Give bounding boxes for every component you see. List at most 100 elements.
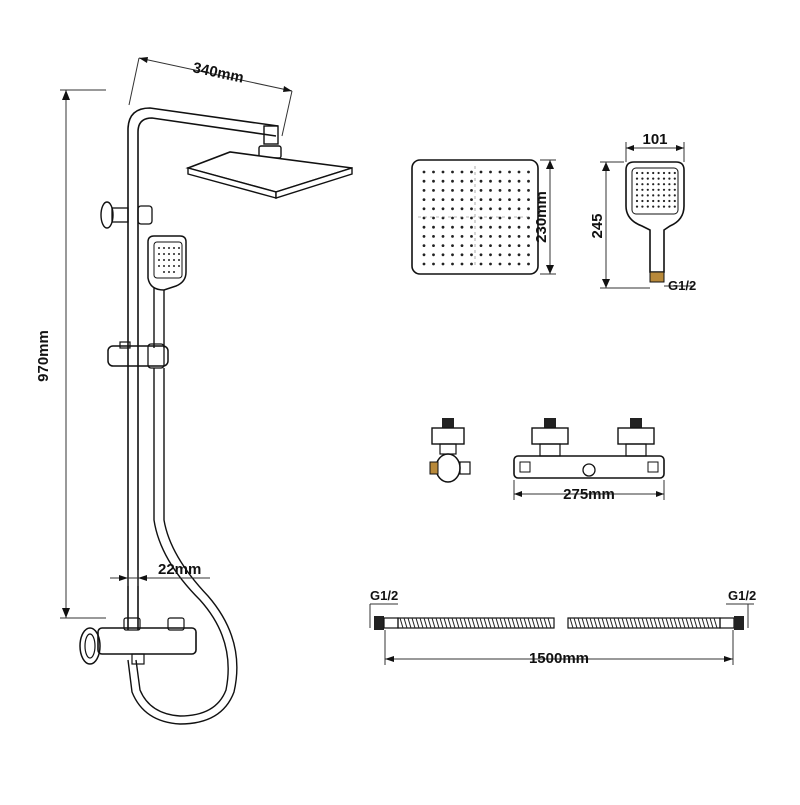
arm-connector	[263, 125, 279, 145]
nozzle-dot	[489, 189, 492, 192]
hose-coil	[467, 617, 472, 629]
nozzle-dot	[498, 253, 502, 257]
nozzle-dot	[508, 225, 511, 229]
nozzle-dot	[641, 194, 644, 197]
wall-bracket-arm	[111, 207, 129, 223]
nozzle-dot	[432, 207, 435, 211]
nozzle-dot	[517, 189, 521, 192]
hose-coil	[527, 617, 532, 629]
hose-coil	[649, 617, 654, 629]
hose-coil	[653, 617, 658, 629]
nozzle-dot	[422, 207, 426, 211]
dim-head-size: 230mm	[533, 159, 556, 275]
nozzle-dot	[498, 170, 502, 174]
nozzle-dot	[451, 216, 454, 220]
nozzle-dot	[498, 262, 502, 266]
nozzle-dot	[489, 253, 492, 257]
hose-coil	[547, 617, 552, 629]
hose-coil	[657, 617, 662, 629]
nozzle-dot	[662, 183, 666, 186]
side-fitting	[429, 418, 471, 483]
nozzle-dot	[641, 183, 644, 186]
nozzle-dot	[508, 244, 511, 248]
hose-coil	[483, 617, 488, 629]
hose-coil	[415, 617, 420, 629]
nozzle-dot	[668, 171, 671, 175]
hose-coils	[399, 617, 718, 629]
nozzle-dot	[657, 188, 660, 191]
nozzle-dot	[422, 244, 426, 248]
rail-handset-nozzles	[158, 247, 180, 273]
nozzle-dot	[422, 170, 426, 174]
nozzle-dot	[652, 177, 655, 180]
nozzle-dot	[460, 235, 464, 238]
nozzle-dot	[662, 188, 666, 191]
column-bar-valve	[79, 617, 197, 665]
dim-handset: 101 245 G1/2	[589, 131, 696, 293]
nozzle-dot	[517, 244, 521, 248]
hose-coil	[439, 617, 444, 629]
nozzle-dot	[646, 171, 649, 175]
nozzle-dot	[673, 188, 676, 191]
nozzle-dot	[527, 170, 530, 174]
nozzle-dot	[451, 198, 454, 202]
nozzle-dot	[657, 177, 660, 180]
hose-coil	[431, 617, 436, 629]
hose-coil	[681, 617, 686, 629]
nozzle-dot	[479, 244, 483, 248]
nozzle-dot	[479, 179, 483, 183]
nozzle-dot	[641, 188, 644, 191]
hose-coil	[641, 617, 646, 629]
nozzle-dot	[668, 188, 671, 191]
nozzle-dot	[673, 205, 676, 208]
nozzle-dot	[489, 244, 492, 248]
hose-coil	[645, 617, 650, 629]
hose-coil	[447, 617, 452, 629]
hose-coil	[463, 617, 468, 629]
hose-coil	[411, 617, 416, 629]
nozzle-dot	[527, 244, 530, 248]
nozzle-dot	[432, 244, 435, 248]
nozzle-dot	[460, 170, 464, 174]
hose-coil	[435, 617, 440, 629]
nozzle-dot	[646, 188, 649, 191]
nozzle-dot	[646, 194, 649, 197]
nozzle-dot	[460, 179, 464, 183]
hose-coil	[693, 617, 698, 629]
wall-bracket-plate	[100, 201, 114, 229]
nozzle-dot	[470, 170, 473, 174]
nozzle-dot	[657, 194, 660, 197]
nozzle-dot	[527, 253, 530, 257]
nozzle-dot	[432, 189, 435, 192]
nozzle-dot	[508, 262, 511, 266]
nozzle-dot	[441, 235, 445, 238]
nozzle-dot	[508, 253, 511, 257]
hose-coil	[407, 617, 412, 629]
nozzle-dot	[489, 262, 492, 266]
nozzle-dot	[646, 177, 649, 180]
nozzle-dot	[635, 194, 639, 197]
nozzle-dot	[422, 262, 426, 266]
nozzle-dot	[422, 189, 426, 192]
hose-coil	[423, 617, 428, 629]
nozzle-dot	[657, 199, 660, 203]
nozzle-dot	[662, 194, 666, 197]
dim-valve-width: 275mm	[513, 480, 665, 503]
nozzle-dot	[441, 207, 445, 211]
hose-coil	[459, 617, 464, 629]
shower-head-top-view	[411, 159, 539, 275]
nozzle-dot	[517, 198, 521, 202]
nozzle-dot	[441, 179, 445, 183]
nozzle-dot	[432, 198, 435, 202]
riser-pipe-outer	[127, 107, 279, 630]
hose-coil	[511, 617, 516, 629]
hose-right-nut	[734, 616, 744, 630]
wall-bracket-clamp	[137, 205, 153, 225]
hose-coil	[713, 617, 718, 629]
nozzle-dot	[432, 253, 435, 257]
hose-coil	[577, 617, 582, 629]
hose-coil	[491, 617, 496, 629]
nozzle-dot	[641, 199, 644, 203]
nozzle-dot	[662, 205, 666, 208]
dim-hose: 1500mm G1/2 G1/2	[369, 588, 756, 667]
